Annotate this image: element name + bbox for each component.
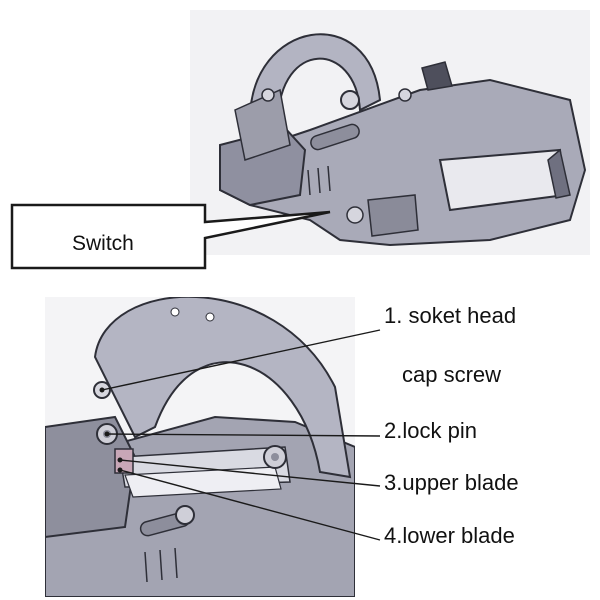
lower-blade	[124, 466, 282, 498]
part-label-upper-blade: 3.upper blade	[384, 470, 519, 495]
part-label-socket-head: 1. soket head	[384, 303, 517, 328]
cutter-closeup-view	[45, 297, 355, 597]
leader-line-4	[119, 469, 381, 541]
switch-callout-box	[10, 203, 331, 270]
cutter-top-view	[219, 33, 587, 247]
top-tool-illustration	[190, 10, 590, 255]
part-label-cap-screw: cap screw	[402, 362, 502, 387]
leader-line-3	[119, 459, 381, 487]
switch-label: Switch	[72, 232, 134, 255]
leader-line-1	[101, 329, 381, 391]
part-label-lower-blade: 4.lower blade	[384, 523, 515, 548]
leader-line-2	[106, 433, 381, 437]
switch-button-icon	[346, 206, 364, 224]
part-label-lock-pin: 2.lock pin	[384, 418, 477, 443]
